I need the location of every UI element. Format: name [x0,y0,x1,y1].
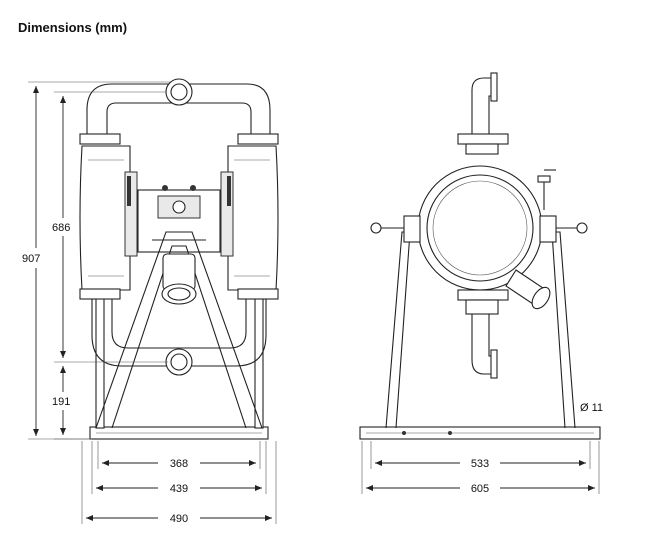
top-outlet-port [165,78,193,106]
front-view [79,78,279,440]
page-title: Dimensions (mm) [18,20,128,35]
dim-490-label: 490 [170,513,188,525]
side-view [359,72,601,440]
dim-605-label: 605 [471,483,489,495]
side-bottom-pipe [471,314,492,375]
dim-191-label: 191 [52,396,70,408]
dim-533-label: 533 [471,458,489,470]
side-leg-left [385,231,411,429]
dim-368-label: 368 [170,458,188,470]
bolt-hole-diameter-label: Ø 11 [580,402,603,414]
bottom-inlet-port [165,348,193,376]
dim-439-label: 439 [170,483,188,495]
dim-686-label: 686 [52,222,70,234]
front-dimension-lines [28,81,277,524]
side-main-chamber [417,165,543,291]
left-chamber [79,145,131,291]
side-top-pipe [471,77,492,140]
side-dimension-lines [361,441,600,494]
a-frame-stand [95,231,263,429]
right-chamber [227,145,279,291]
side-leg-right [551,231,576,429]
dim-907-label: 907 [22,253,40,265]
